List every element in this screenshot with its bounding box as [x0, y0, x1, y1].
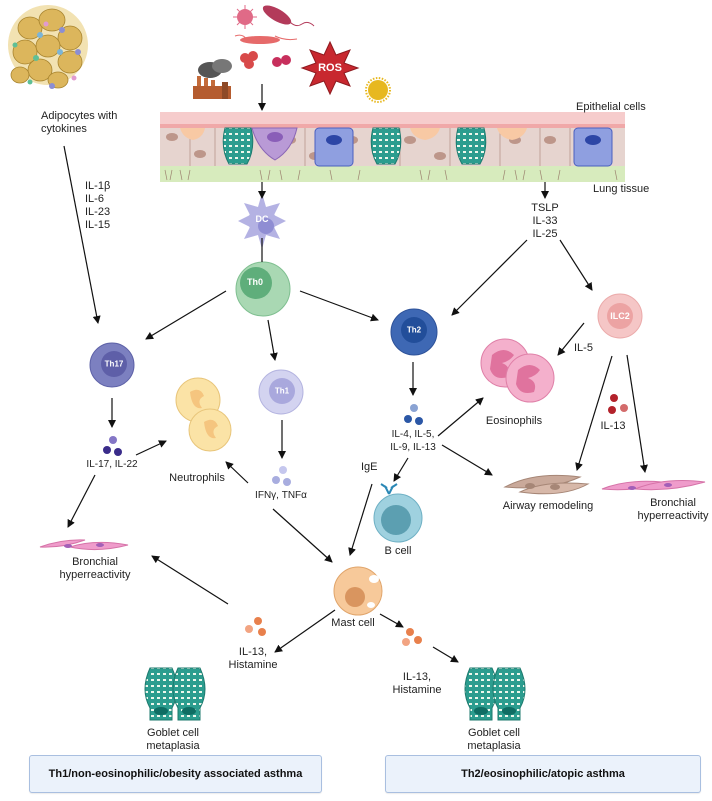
ilc2-label: ILC2: [610, 311, 630, 321]
virus-icon: [233, 5, 257, 29]
ige-label: IgE: [361, 461, 378, 473]
th1-label: Th1: [274, 386, 290, 396]
pollen-cluster-icon: [240, 51, 258, 69]
th0-label: Th0: [246, 277, 264, 287]
phenotype-right-label: Th2/eosinophilic/atopic asthma: [461, 768, 625, 780]
th0-cell-icon: [235, 261, 291, 317]
goblet-cell-left-icon: [144, 667, 206, 721]
fibroblast-icon: [503, 474, 590, 495]
airway-remodeling-label: Airway remodeling: [502, 500, 594, 512]
smooth-muscle-left-icon: [39, 539, 129, 551]
il5-label: IL-5: [574, 342, 593, 354]
th1-cytokines-label: IFNγ, TNFα: [255, 490, 307, 501]
bacterium-icon: [262, 5, 292, 25]
club-cell: [573, 127, 613, 167]
phenotype-box-left: Th1/non-eosinophilic/obesity associated …: [29, 755, 322, 793]
ros-label: ROS: [318, 62, 342, 74]
il13-dots: [608, 394, 628, 414]
mast-left-cytokines-label: IL-13, Histamine: [228, 646, 278, 671]
dc-label: DC: [255, 214, 269, 224]
lung-tissue-label: Lung tissue: [593, 183, 650, 195]
b-cell-icon: [373, 483, 423, 543]
bronchial-hyperreactivity-right-label: Bronchial hyperreactivity: [637, 497, 709, 522]
bacillus-icon: [240, 36, 280, 44]
th2-cell-icon: [390, 308, 438, 356]
pollen-icon: [365, 77, 391, 103]
th17-label: Th17: [104, 359, 124, 369]
factory-icon: [193, 59, 232, 99]
pathway-arrows: [63, 84, 648, 663]
th17-cell-icon: [89, 342, 135, 388]
goblet-cell-right-icon: [464, 667, 526, 721]
mast-cell-icon: [333, 566, 383, 616]
mast-cell-label: Mast cell: [331, 617, 375, 629]
eosinophils-label: Eosinophils: [485, 415, 543, 427]
pathogen-icons: [193, 5, 391, 103]
goblet-right-label: Goblet cell metaplasia: [467, 727, 521, 752]
epithelial-cytokines-label: TSLP IL-33 IL-25: [531, 202, 559, 240]
diplococcus-icon: [272, 55, 291, 67]
bronchial-hyperreactivity-left-label: Bronchial hyperreactivity: [59, 556, 131, 581]
ros-icon: [300, 40, 360, 96]
mast-left-dots: [245, 617, 266, 636]
mast-right-cytokines-label: IL-13, Histamine: [392, 671, 442, 696]
th2-cytokine-dots: [404, 404, 423, 425]
il13-label: IL-13: [600, 420, 626, 432]
th1-cell-icon: [258, 369, 304, 415]
neutrophil-icon: [175, 377, 232, 452]
adipocyte-cluster-icon: [8, 5, 88, 89]
phenotype-left-label: Th1/non-eosinophilic/obesity associated …: [48, 768, 303, 780]
club-cell: [314, 127, 354, 167]
dendritic-cell-icon: [238, 193, 286, 249]
b-cell-label: B cell: [384, 545, 412, 557]
epithelial-cells-label: Epithelial cells: [576, 101, 646, 113]
smooth-muscle-right-icon: [601, 480, 706, 491]
th17-cytokines-label: IL-17, IL-22: [86, 459, 138, 470]
brush-cell: [251, 127, 298, 161]
ilc2-cell-icon: [597, 293, 643, 339]
goblet-left-label: Goblet cell metaplasia: [146, 727, 200, 752]
adipocyte-cytokines-label: IL-1β IL-6 IL-23 IL-15: [85, 180, 111, 231]
goblet-cell-epithelium: [222, 127, 487, 165]
th2-label: Th2: [406, 325, 422, 335]
neutrophils-label: Neutrophils: [169, 472, 225, 484]
eosinophil-icon: [480, 338, 555, 403]
mast-right-dots: [402, 628, 422, 646]
th1-cytokine-dots: [272, 466, 291, 486]
th17-cytokine-dots: [103, 436, 122, 456]
phenotype-box-right: Th2/eosinophilic/atopic asthma: [385, 755, 701, 793]
adipocytes-label: Adipocytes with cytokines: [41, 110, 118, 135]
epithelium-layer: [160, 112, 625, 182]
th2-cytokines-label: IL-4, IL-5, IL-9, IL-13: [390, 429, 436, 453]
